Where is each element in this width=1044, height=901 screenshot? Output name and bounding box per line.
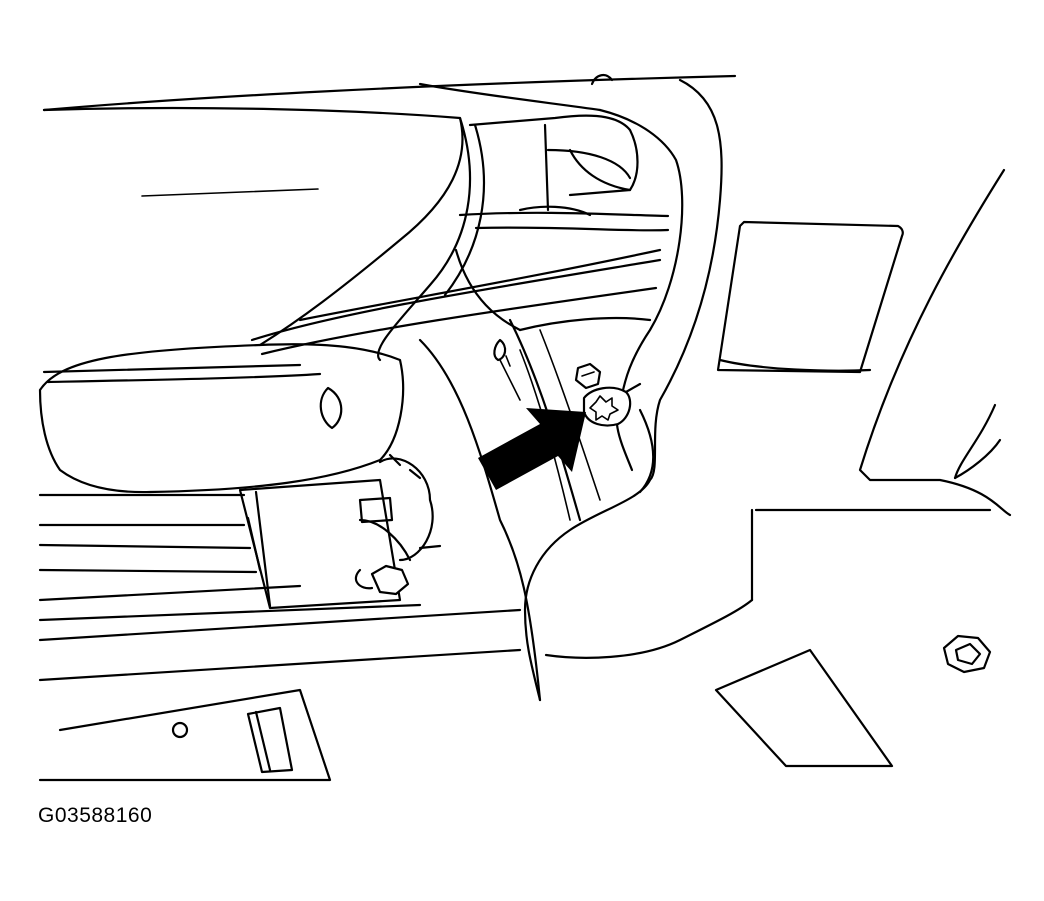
strap-channel <box>418 318 601 702</box>
exhaust-housing <box>38 106 486 494</box>
body-panel <box>523 78 1012 702</box>
ground-strap-bolt <box>574 362 642 427</box>
actuator-module <box>38 453 442 610</box>
floor-panels <box>38 220 904 782</box>
callout-arrow-icon <box>478 408 586 490</box>
figure-code: G03588160 <box>38 804 153 827</box>
upper-panel-edge <box>42 74 737 197</box>
loose-nut <box>942 634 992 674</box>
upper-bracket <box>468 114 639 217</box>
